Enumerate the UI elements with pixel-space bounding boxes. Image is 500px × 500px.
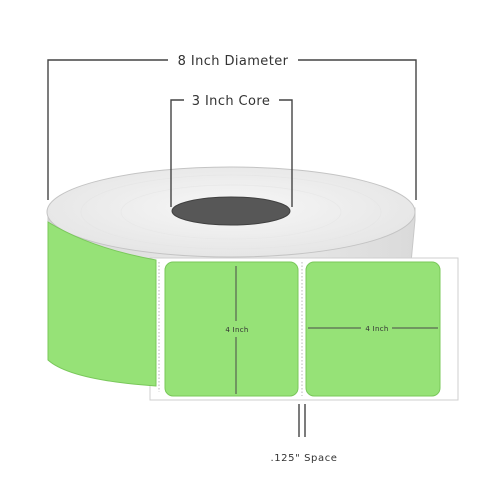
label-width-text: 4 Inch (365, 325, 388, 333)
core-dimension: 3 Inch Core (170, 94, 293, 207)
gap-dimension: .125" Space (270, 404, 337, 464)
label-width-dimension: 4 Inch (308, 325, 438, 333)
diameter-label: 8 Inch Diameter (178, 54, 289, 69)
core-hole (171, 196, 291, 226)
wrapped-label (47, 221, 157, 387)
label-height-dimension: 4 Inch (225, 266, 248, 394)
label-height-text: 4 Inch (225, 326, 248, 334)
gap-label: .125" Space (270, 453, 337, 464)
label-2 (305, 261, 441, 397)
label-1 (164, 261, 299, 397)
core-label: 3 Inch Core (192, 94, 270, 109)
diameter-dimension: 8 Inch Diameter (47, 54, 417, 200)
